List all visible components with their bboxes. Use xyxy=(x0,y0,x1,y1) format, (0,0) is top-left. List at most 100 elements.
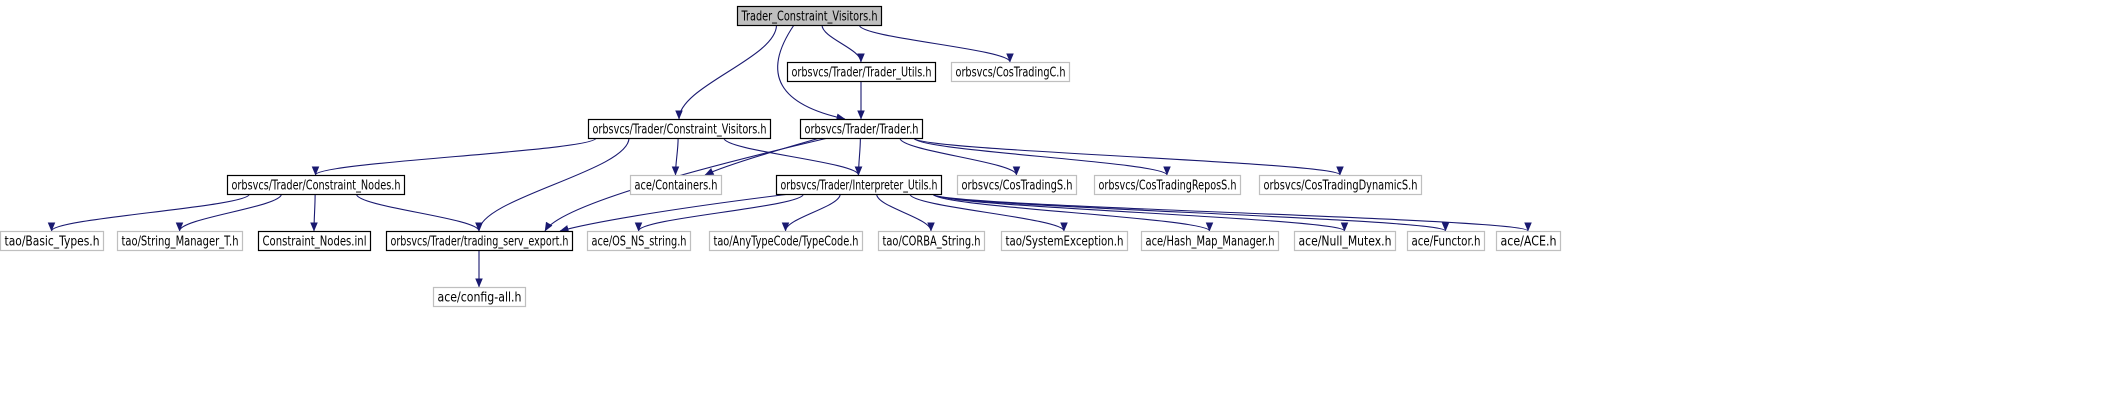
node-constraint-visitors[interactable]: orbsvcs/Trader/Constraint_Visitors.h xyxy=(587,118,772,140)
node-box xyxy=(586,230,692,252)
edge-root-to-trader xyxy=(777,24,846,121)
edge-root-to-costradingc xyxy=(858,24,1014,63)
node-label: Trader_Constraint_Visitors.h xyxy=(741,10,878,25)
node-label: orbsvcs/CosTradingReposS.h xyxy=(1099,179,1237,194)
node-trading-serv-export[interactable]: orbsvcs/Trader/trading_serv_export.h xyxy=(385,230,574,252)
node-constraint-nodes[interactable]: orbsvcs/Trader/Constraint_Nodes.h xyxy=(226,174,406,196)
node-box xyxy=(736,5,883,27)
node-label: orbsvcs/Trader/Constraint_Nodes.h xyxy=(232,179,401,194)
node-box xyxy=(116,230,244,252)
node-string-manager: tao/String_Manager_T.h xyxy=(116,230,244,252)
edge-trader-to-containers xyxy=(704,137,821,176)
edges-layer xyxy=(47,24,1532,288)
edge-constraint_visitors-to-interpreter_utils xyxy=(723,137,863,176)
edge-constraint_visitors-to-trading_serv_export xyxy=(475,137,630,232)
node-label: ace/Null_Mutex.h xyxy=(1299,235,1392,250)
node-label: orbsvcs/Trader/Constraint_Visitors.h xyxy=(593,123,767,138)
node-functor: ace/Functor.h xyxy=(1406,230,1486,252)
edge-trader-to-interpreter_utils xyxy=(854,137,863,176)
node-label: ace/OS_NS_string.h xyxy=(592,235,687,250)
edge-interpreter_utils-to-os_ns_string xyxy=(634,193,805,232)
node-ace: ace/ACE.h xyxy=(1495,230,1562,252)
node-label: orbsvcs/Trader/trading_serv_export.h xyxy=(391,235,569,250)
node-costradings: orbsvcs/CosTradingS.h xyxy=(956,174,1078,196)
node-box xyxy=(1258,174,1423,196)
edge-interpreter_utils-to-hash_map_manager xyxy=(932,193,1214,232)
node-label: ace/ACE.h xyxy=(1501,235,1557,250)
edge-trader-to-costradings xyxy=(899,137,1021,176)
node-box xyxy=(1000,230,1129,252)
node-label: tao/String_Manager_T.h xyxy=(122,235,239,250)
node-null-mutex: ace/Null_Mutex.h xyxy=(1293,230,1397,252)
edge-constraint_visitors-to-constraint_nodes xyxy=(311,137,597,176)
node-box xyxy=(385,230,574,252)
node-box xyxy=(956,174,1078,196)
node-costradingc: orbsvcs/CosTradingC.h xyxy=(950,61,1071,83)
nodes-layer: Trader_Constraint_Visitors.h orbsvcs/Trad… xyxy=(0,5,1562,308)
node-box xyxy=(257,230,372,252)
node-costradingrepos: orbsvcs/CosTradingReposS.h xyxy=(1093,174,1242,196)
node-box xyxy=(950,61,1071,83)
node-box xyxy=(1140,230,1280,252)
node-box xyxy=(226,174,406,196)
node-label: ace/config-all.h xyxy=(438,291,522,306)
edge-constraint_nodes-to-string_manager xyxy=(175,193,283,232)
node-trader[interactable]: orbsvcs/Trader/Trader.h xyxy=(799,118,924,140)
node-label: tao/CORBA_String.h xyxy=(883,235,981,250)
edge-root-to-trader_utils xyxy=(821,24,865,63)
node-system-exception: tao/SystemException.h xyxy=(1000,230,1129,252)
edge-interpreter_utils-to-typecode xyxy=(781,193,841,232)
node-label: orbsvcs/CosTradingC.h xyxy=(956,66,1066,81)
node-box xyxy=(708,230,864,252)
edge-constraint_visitors-to-containers xyxy=(671,137,680,176)
node-label: orbsvcs/Trader/Trader_Utils.h xyxy=(792,66,932,81)
node-label: orbsvcs/CosTradingDynamicS.h xyxy=(1264,179,1418,194)
node-label: tao/SystemException.h xyxy=(1006,235,1124,250)
node-box xyxy=(799,118,924,140)
node-box xyxy=(1495,230,1562,252)
node-label: tao/Basic_Types.h xyxy=(5,235,100,250)
node-box xyxy=(1093,174,1242,196)
node-box xyxy=(1406,230,1486,252)
node-root[interactable]: Trader_Constraint_Visitors.h xyxy=(736,5,883,27)
edge-interpreter_utils-to-null_mutex xyxy=(932,193,1349,232)
node-label: orbsvcs/Trader/Trader.h xyxy=(805,123,919,138)
node-costradingdynamic: orbsvcs/CosTradingDynamicS.h xyxy=(1258,174,1423,196)
node-label: tao/AnyTypeCode/TypeCode.h xyxy=(714,235,859,250)
edge-trader-to-costradingrepos xyxy=(913,137,1171,176)
node-corba-string: tao/CORBA_String.h xyxy=(877,230,986,252)
edge-interpreter_utils-to-system_exception xyxy=(909,193,1068,232)
node-label: orbsvcs/CosTradingS.h xyxy=(962,179,1073,194)
node-label: ace/Containers.h xyxy=(635,179,718,194)
edge-constraint_nodes-to-constraint_nodes_inl xyxy=(310,193,318,232)
node-basic-types: tao/Basic_Types.h xyxy=(0,230,105,252)
edge-interpreter_utils-to-functor xyxy=(932,193,1449,232)
node-constraint-nodes-inl[interactable]: Constraint_Nodes.inl xyxy=(257,230,372,252)
node-label: ace/Hash_Map_Manager.h xyxy=(1146,235,1275,250)
node-os-ns-string: ace/OS_NS_string.h xyxy=(586,230,692,252)
node-interpreter-utils[interactable]: orbsvcs/Trader/Interpreter_Utils.h xyxy=(775,174,943,196)
node-trader-utils[interactable]: orbsvcs/Trader/Trader_Utils.h xyxy=(786,61,937,83)
node-box xyxy=(587,118,772,140)
node-typecode: tao/AnyTypeCode/TypeCode.h xyxy=(708,230,864,252)
node-box xyxy=(0,230,105,252)
edge-interpreter_utils-to-corba_string xyxy=(876,193,935,232)
edge-constraint_nodes-to-basic_types xyxy=(47,193,251,232)
node-box xyxy=(1293,230,1397,252)
node-box xyxy=(786,61,937,83)
node-box xyxy=(877,230,986,252)
edge-constraint_nodes-to-trading_serv_export xyxy=(355,193,483,232)
node-config-all: ace/config-all.h xyxy=(432,286,527,308)
edge-root-to-constraint_visitors xyxy=(675,24,778,120)
node-box xyxy=(775,174,943,196)
node-label: Constraint_Nodes.inl xyxy=(263,235,367,250)
edge-trader-to-costradingdynamic xyxy=(913,137,1344,176)
node-box xyxy=(629,174,723,196)
edge-interpreter_utils-to-ace xyxy=(932,193,1532,232)
edge-interpreter_utils-to-trading_serv_export xyxy=(559,193,791,233)
node-containers: ace/Containers.h xyxy=(629,174,723,196)
node-label: orbsvcs/Trader/Interpreter_Utils.h xyxy=(781,179,938,194)
node-hash-map-manager: ace/Hash_Map_Manager.h xyxy=(1140,230,1280,252)
node-box xyxy=(432,286,527,308)
